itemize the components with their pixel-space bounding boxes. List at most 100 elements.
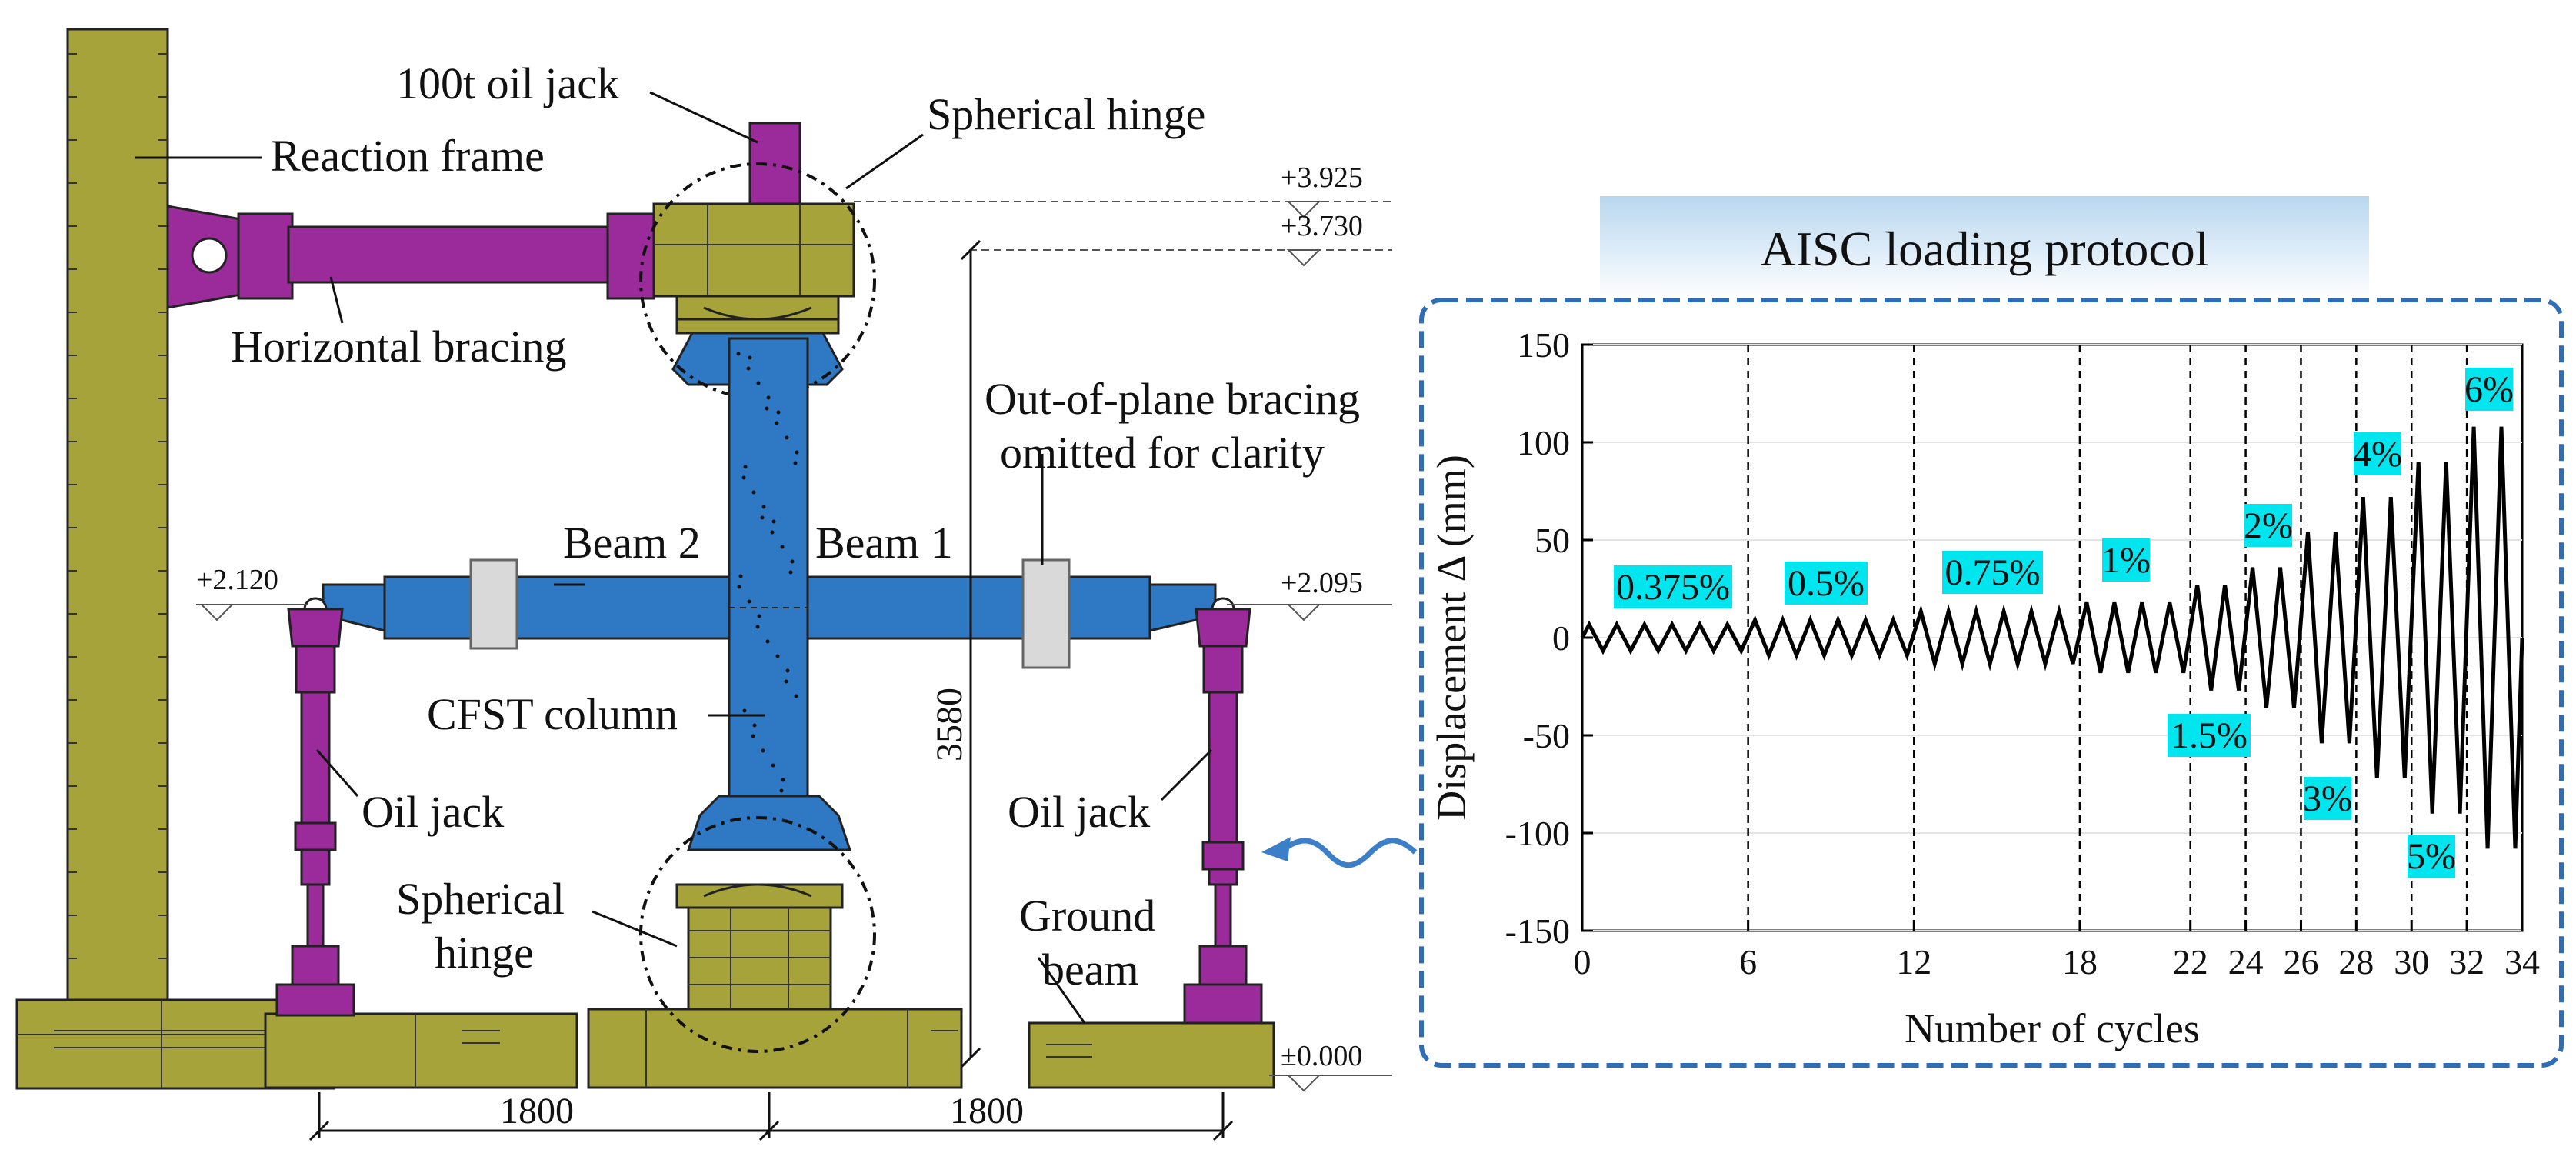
label-beam-2: Beam 2 bbox=[563, 518, 701, 568]
infill-dot bbox=[779, 788, 784, 793]
out-of-plane-plate-left bbox=[469, 558, 518, 650]
drift-label-box bbox=[2465, 368, 2513, 411]
infill-dot bbox=[761, 748, 765, 753]
infill-dot bbox=[784, 679, 788, 684]
elevation-beam-left: +2.120 bbox=[196, 564, 278, 596]
label-beam-1: Beam 1 bbox=[815, 518, 953, 568]
infill-dot bbox=[751, 490, 756, 495]
drift-label: 5% bbox=[2407, 836, 2456, 877]
infill-dot bbox=[738, 574, 743, 578]
label-horizontal-bracing: Horizontal bracing bbox=[231, 322, 566, 372]
drift-label-box bbox=[1614, 565, 1732, 608]
drift-label-box bbox=[2102, 538, 2150, 582]
infill-dot bbox=[755, 625, 760, 629]
drift-label-box bbox=[2354, 432, 2401, 475]
y-tick-label: 0 bbox=[1552, 618, 1570, 658]
drift-label: 4% bbox=[2353, 434, 2402, 475]
infill-dot bbox=[776, 410, 781, 415]
drift-label-box bbox=[2408, 835, 2455, 878]
drift-label-box bbox=[2168, 714, 2251, 757]
infill-dot bbox=[785, 435, 789, 440]
infill-dot bbox=[793, 461, 798, 465]
infill-dot bbox=[781, 778, 785, 782]
infill-dot bbox=[761, 505, 766, 509]
reaction-frame bbox=[66, 28, 169, 1001]
infill-dot bbox=[742, 708, 747, 713]
out-of-plane-plate-right bbox=[1021, 558, 1071, 669]
y-tick-label: 150 bbox=[1517, 325, 1570, 365]
x-tick-label: 30 bbox=[2394, 942, 2429, 981]
beam-2 bbox=[383, 575, 731, 640]
infill-dot bbox=[765, 639, 770, 644]
infill-dot bbox=[743, 465, 748, 469]
dimension-lines bbox=[308, 239, 1234, 1141]
label-ground-beam-2: beam bbox=[1042, 945, 1139, 995]
drift-label-box bbox=[2244, 504, 2292, 547]
x-tick-label: 28 bbox=[2338, 942, 2374, 981]
y-tick-label: -50 bbox=[1523, 716, 1570, 755]
x-tick-label: 22 bbox=[2173, 942, 2208, 981]
x-tick-label: 24 bbox=[2228, 942, 2264, 981]
label-spherical-hinge-bottom-2: hinge bbox=[435, 928, 534, 978]
elevation-beam-right: +2.095 bbox=[1281, 567, 1363, 599]
infill-dot bbox=[794, 694, 798, 698]
infill-dot bbox=[775, 654, 780, 658]
drift-label: 0.375% bbox=[1616, 567, 1730, 608]
panel-title-bar bbox=[1600, 196, 2369, 300]
beams bbox=[303, 558, 1235, 669]
x-tick-label: 32 bbox=[2449, 942, 2484, 981]
infill-dot bbox=[756, 381, 761, 385]
y-tick-label: -100 bbox=[1505, 814, 1570, 853]
label-oil-jack-right: Oil jack bbox=[1008, 787, 1150, 837]
drift-label: 1% bbox=[2101, 540, 2151, 581]
label-cfst-column: CFST column bbox=[427, 689, 678, 739]
label-leaders bbox=[135, 91, 1213, 1024]
label-100t-oil-jack: 100t oil jack bbox=[396, 58, 619, 108]
x-tick-label: 0 bbox=[1574, 942, 1591, 981]
right-oil-jack bbox=[1183, 608, 1263, 1025]
infill-dot bbox=[751, 734, 755, 738]
dimension-right-span: 1800 bbox=[950, 1091, 1024, 1131]
label-reaction-frame: Reaction frame bbox=[271, 131, 545, 181]
drift-label: 3% bbox=[2303, 778, 2352, 819]
panel-border bbox=[1419, 298, 2564, 1068]
infill-dot bbox=[775, 421, 779, 425]
drift-label: 2% bbox=[2244, 505, 2293, 546]
drift-label: 6% bbox=[2464, 369, 2514, 410]
center-ground-beam bbox=[587, 1008, 963, 1089]
elevation-lines bbox=[196, 201, 1392, 1092]
beam-1 bbox=[806, 575, 1151, 640]
infill-dot bbox=[752, 723, 757, 728]
drift-label: 1.5% bbox=[2171, 715, 2248, 756]
elevation-ground: ±0.000 bbox=[1281, 1040, 1362, 1072]
drift-label-box bbox=[1942, 551, 2043, 594]
x-tick-label: 26 bbox=[2283, 942, 2318, 981]
dimension-height: 3580 bbox=[929, 688, 970, 761]
drift-labels: 0.375% 0.5% 0.75% 1% 1.5% 2% 3% 4% 5% 6% bbox=[1614, 368, 2514, 878]
drift-label-box bbox=[2304, 777, 2351, 820]
drift-label: 0.5% bbox=[1788, 563, 1865, 604]
label-spherical-hinge-bottom-1: Spherical bbox=[396, 874, 565, 924]
label-out-of-plane-2: omitted for clarity bbox=[1000, 428, 1325, 478]
bottom-spherical-hinge bbox=[675, 795, 852, 1011]
infill-dot bbox=[746, 366, 751, 371]
drift-label: 0.75% bbox=[1945, 552, 2041, 593]
infill-dot bbox=[765, 406, 769, 411]
x-tick-label: 12 bbox=[1896, 942, 1931, 981]
infill-dot bbox=[766, 395, 771, 400]
left-oil-jack bbox=[275, 608, 355, 1017]
infill-dot bbox=[771, 763, 775, 768]
infill-dot bbox=[747, 599, 751, 604]
elevation-top-hinge: +3.925 bbox=[1281, 162, 1363, 194]
test-setup-diagram: 100t oil jack Spherical hinge Reaction f… bbox=[15, 28, 1392, 1141]
y-tick-label: 50 bbox=[1535, 521, 1570, 560]
infill-dot bbox=[748, 355, 752, 360]
x-tick-label: 34 bbox=[2504, 942, 2540, 981]
horizontal-bracing bbox=[166, 205, 655, 309]
infill-dot bbox=[741, 475, 746, 480]
x-axis-label: Number of cycles bbox=[1905, 1005, 2200, 1051]
y-tick-label: 100 bbox=[1517, 423, 1570, 462]
left-ground-beam bbox=[264, 1012, 578, 1089]
label-out-of-plane-1: Out-of-plane bracing bbox=[985, 374, 1360, 424]
